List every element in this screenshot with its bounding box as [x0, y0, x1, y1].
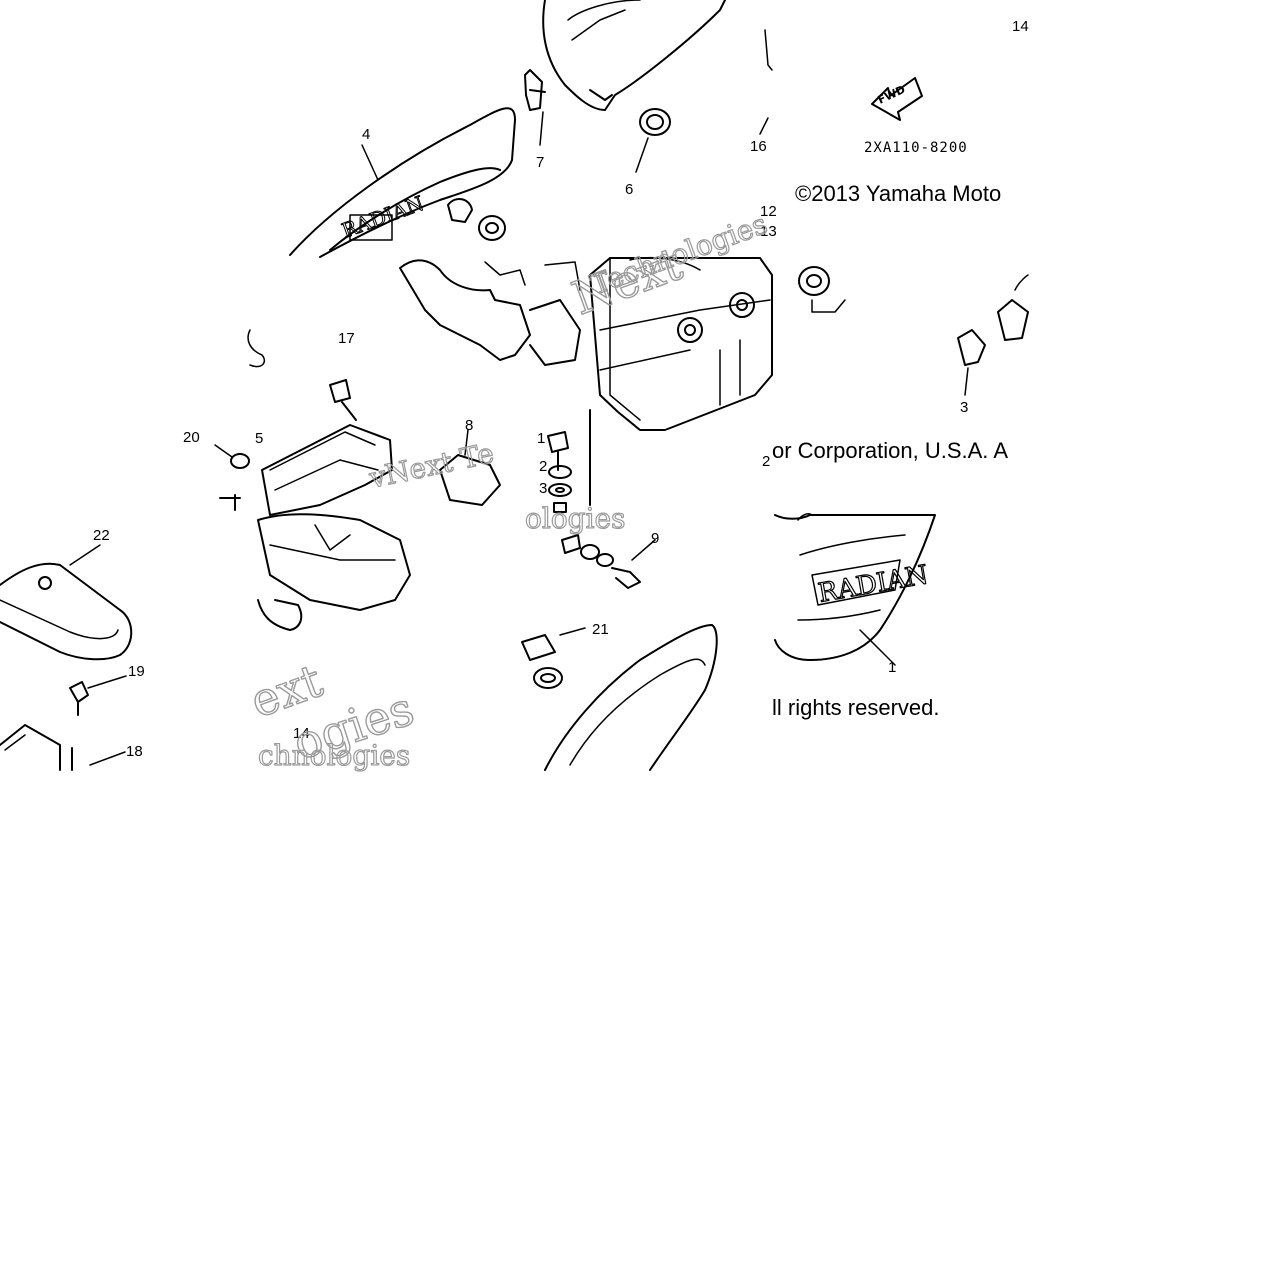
callout-16: 16 — [750, 138, 767, 155]
callout-12: 12 — [760, 203, 777, 220]
air-box — [257, 513, 411, 631]
battery-box — [589, 256, 773, 431]
panel-part-18 — [0, 724, 126, 771]
watermark-3: vNext Te — [366, 436, 497, 495]
callout-9: 9 — [651, 530, 659, 547]
grommet-part-10 — [798, 266, 846, 313]
bolt-part-19 — [69, 675, 127, 716]
callout-13: 13 — [760, 223, 777, 240]
callout-2-stack: 2 — [539, 458, 547, 475]
bolt-part-9 — [561, 534, 656, 589]
relay-part-8 — [439, 429, 501, 506]
callout-5: 5 — [255, 430, 263, 447]
callout-labels: 4 7 6 16 14 12 13 17 20 5 8 1 2 3 9 22 1… — [93, 18, 1029, 760]
cover-edge — [797, 513, 813, 521]
block-part-21 — [521, 627, 586, 689]
callout-17: 17 — [338, 330, 355, 347]
callout-4: 4 — [362, 126, 370, 143]
callout-3-stack: 3 — [539, 480, 547, 497]
callout-19: 19 — [128, 663, 145, 680]
fwd-arrow — [871, 77, 923, 121]
callout-22: 22 — [93, 527, 110, 544]
callout-3-right: 3 — [960, 399, 968, 416]
bolt-part-17 — [329, 379, 357, 421]
copyright-line-2: or Corporation, U.S.A. A — [772, 438, 1008, 463]
side-cover-bottom — [544, 624, 718, 771]
badge-text-right: RADIAN — [816, 560, 931, 609]
copyright-line-1: ©2013 Yamaha Moto — [795, 181, 1002, 206]
side-cover-top — [542, 0, 773, 135]
callout-1-stack: 1 — [537, 430, 545, 447]
watermark-7: chnologies — [258, 739, 410, 772]
blank-region-bottom — [0, 772, 1285, 1285]
tray-bracket — [399, 259, 581, 366]
side-cover-right — [774, 514, 936, 666]
bolt-part-20 — [214, 444, 250, 469]
blank-region-right — [1030, 0, 1285, 775]
part-number: 2XA110-8200 — [864, 140, 968, 156]
callout-14-top: 14 — [1012, 18, 1029, 35]
watermarks: Next Technologies vNext Te ologies ext o… — [243, 207, 773, 773]
side-cover-left — [289, 107, 516, 258]
clip-part-7 — [524, 69, 546, 146]
clip-part-3 — [957, 274, 1029, 396]
grommet-part-6 — [635, 108, 671, 173]
callout-21: 21 — [592, 621, 609, 638]
copyright-line-3: ll rights reserved. — [772, 695, 940, 720]
callout-2-right: 2 — [762, 453, 770, 470]
callout-14-bottom: 14 — [293, 725, 310, 742]
callout-20: 20 — [183, 429, 200, 446]
callout-8: 8 — [465, 417, 473, 434]
grommet-small — [447, 198, 506, 241]
cover-part-22 — [0, 544, 133, 661]
callout-7: 7 — [536, 154, 544, 171]
fastener-stack — [547, 409, 591, 513]
fwd-label: FWD — [876, 83, 908, 107]
callout-6: 6 — [625, 181, 633, 198]
tool-tray — [219, 329, 393, 516]
callout-18: 18 — [126, 743, 143, 760]
callout-1-right: 1 — [888, 659, 896, 676]
watermark-4: ologies — [525, 502, 626, 535]
